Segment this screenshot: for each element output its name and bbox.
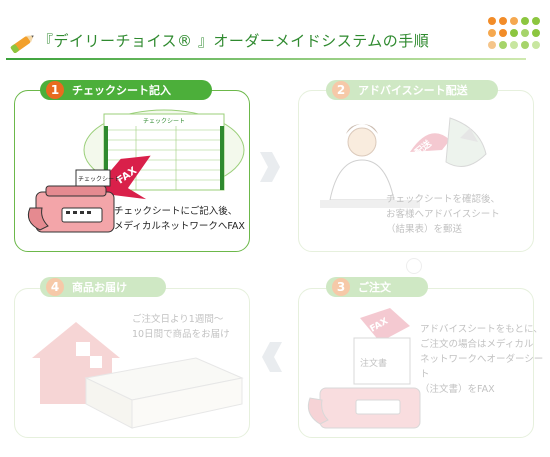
page-title: 『デイリーチョイス® 』オーダーメイドシステムの手順	[38, 32, 430, 50]
step-4-tab: 4 商品お届け	[40, 277, 166, 297]
step-2-number: 2	[332, 81, 350, 99]
fax-machine-icon	[27, 185, 115, 233]
sheet-title: チェックシート	[143, 118, 185, 125]
step-3-illustration: FAX 注文書	[307, 308, 421, 429]
step-2-illustration: 配送	[320, 117, 487, 208]
step-1-label: チェックシート記入	[72, 84, 171, 97]
step-3-label: ご注文	[358, 281, 391, 294]
step-4-panel	[14, 288, 250, 438]
step-4-illustration	[32, 322, 244, 429]
step-3-panel	[298, 288, 534, 438]
step-1-number: 1	[46, 81, 64, 99]
step-4-label: 商品お届け	[72, 281, 127, 294]
header-divider	[6, 58, 526, 60]
box-icon	[84, 357, 244, 429]
pencil-icon	[10, 35, 34, 53]
fax-machine-icon	[307, 387, 421, 429]
house-icon	[32, 322, 120, 404]
step-4-number: 4	[46, 278, 64, 296]
step-1-illustration: チェックシート FAX チェックシート	[27, 109, 245, 233]
order-label: 注文書	[360, 357, 387, 369]
step-1-text: チェックシートにご記入後、 メディカルネットワークへFAX	[114, 206, 245, 232]
decorative-dots	[486, 10, 544, 49]
sheet-tag: チェックシート	[78, 176, 120, 183]
step-2-text: チェックシートを確認後、 お客様へアドバイスシート （結果表）を郵送	[386, 194, 501, 235]
step-3-number: 3	[332, 278, 350, 296]
arrow-right-icon	[260, 152, 280, 182]
step-1-tab: 1 チェックシート記入	[40, 80, 212, 100]
connector-circle	[406, 258, 422, 274]
step-3-tab: 3 ご注文	[326, 277, 428, 297]
arrow-left-icon	[262, 342, 282, 372]
step-2-tab: 2 アドバイスシート配送	[326, 80, 498, 100]
step-2-panel	[298, 90, 534, 252]
step-4-text: ご注文日より1週間～ 10日間で商品をお届け	[132, 314, 230, 340]
step-3-text: アドバイスシートをもとに、 ご注文の場合はメディカル ネットワークへオーダーシー…	[420, 324, 544, 395]
step-2-label: アドバイスシート配送	[358, 84, 468, 97]
